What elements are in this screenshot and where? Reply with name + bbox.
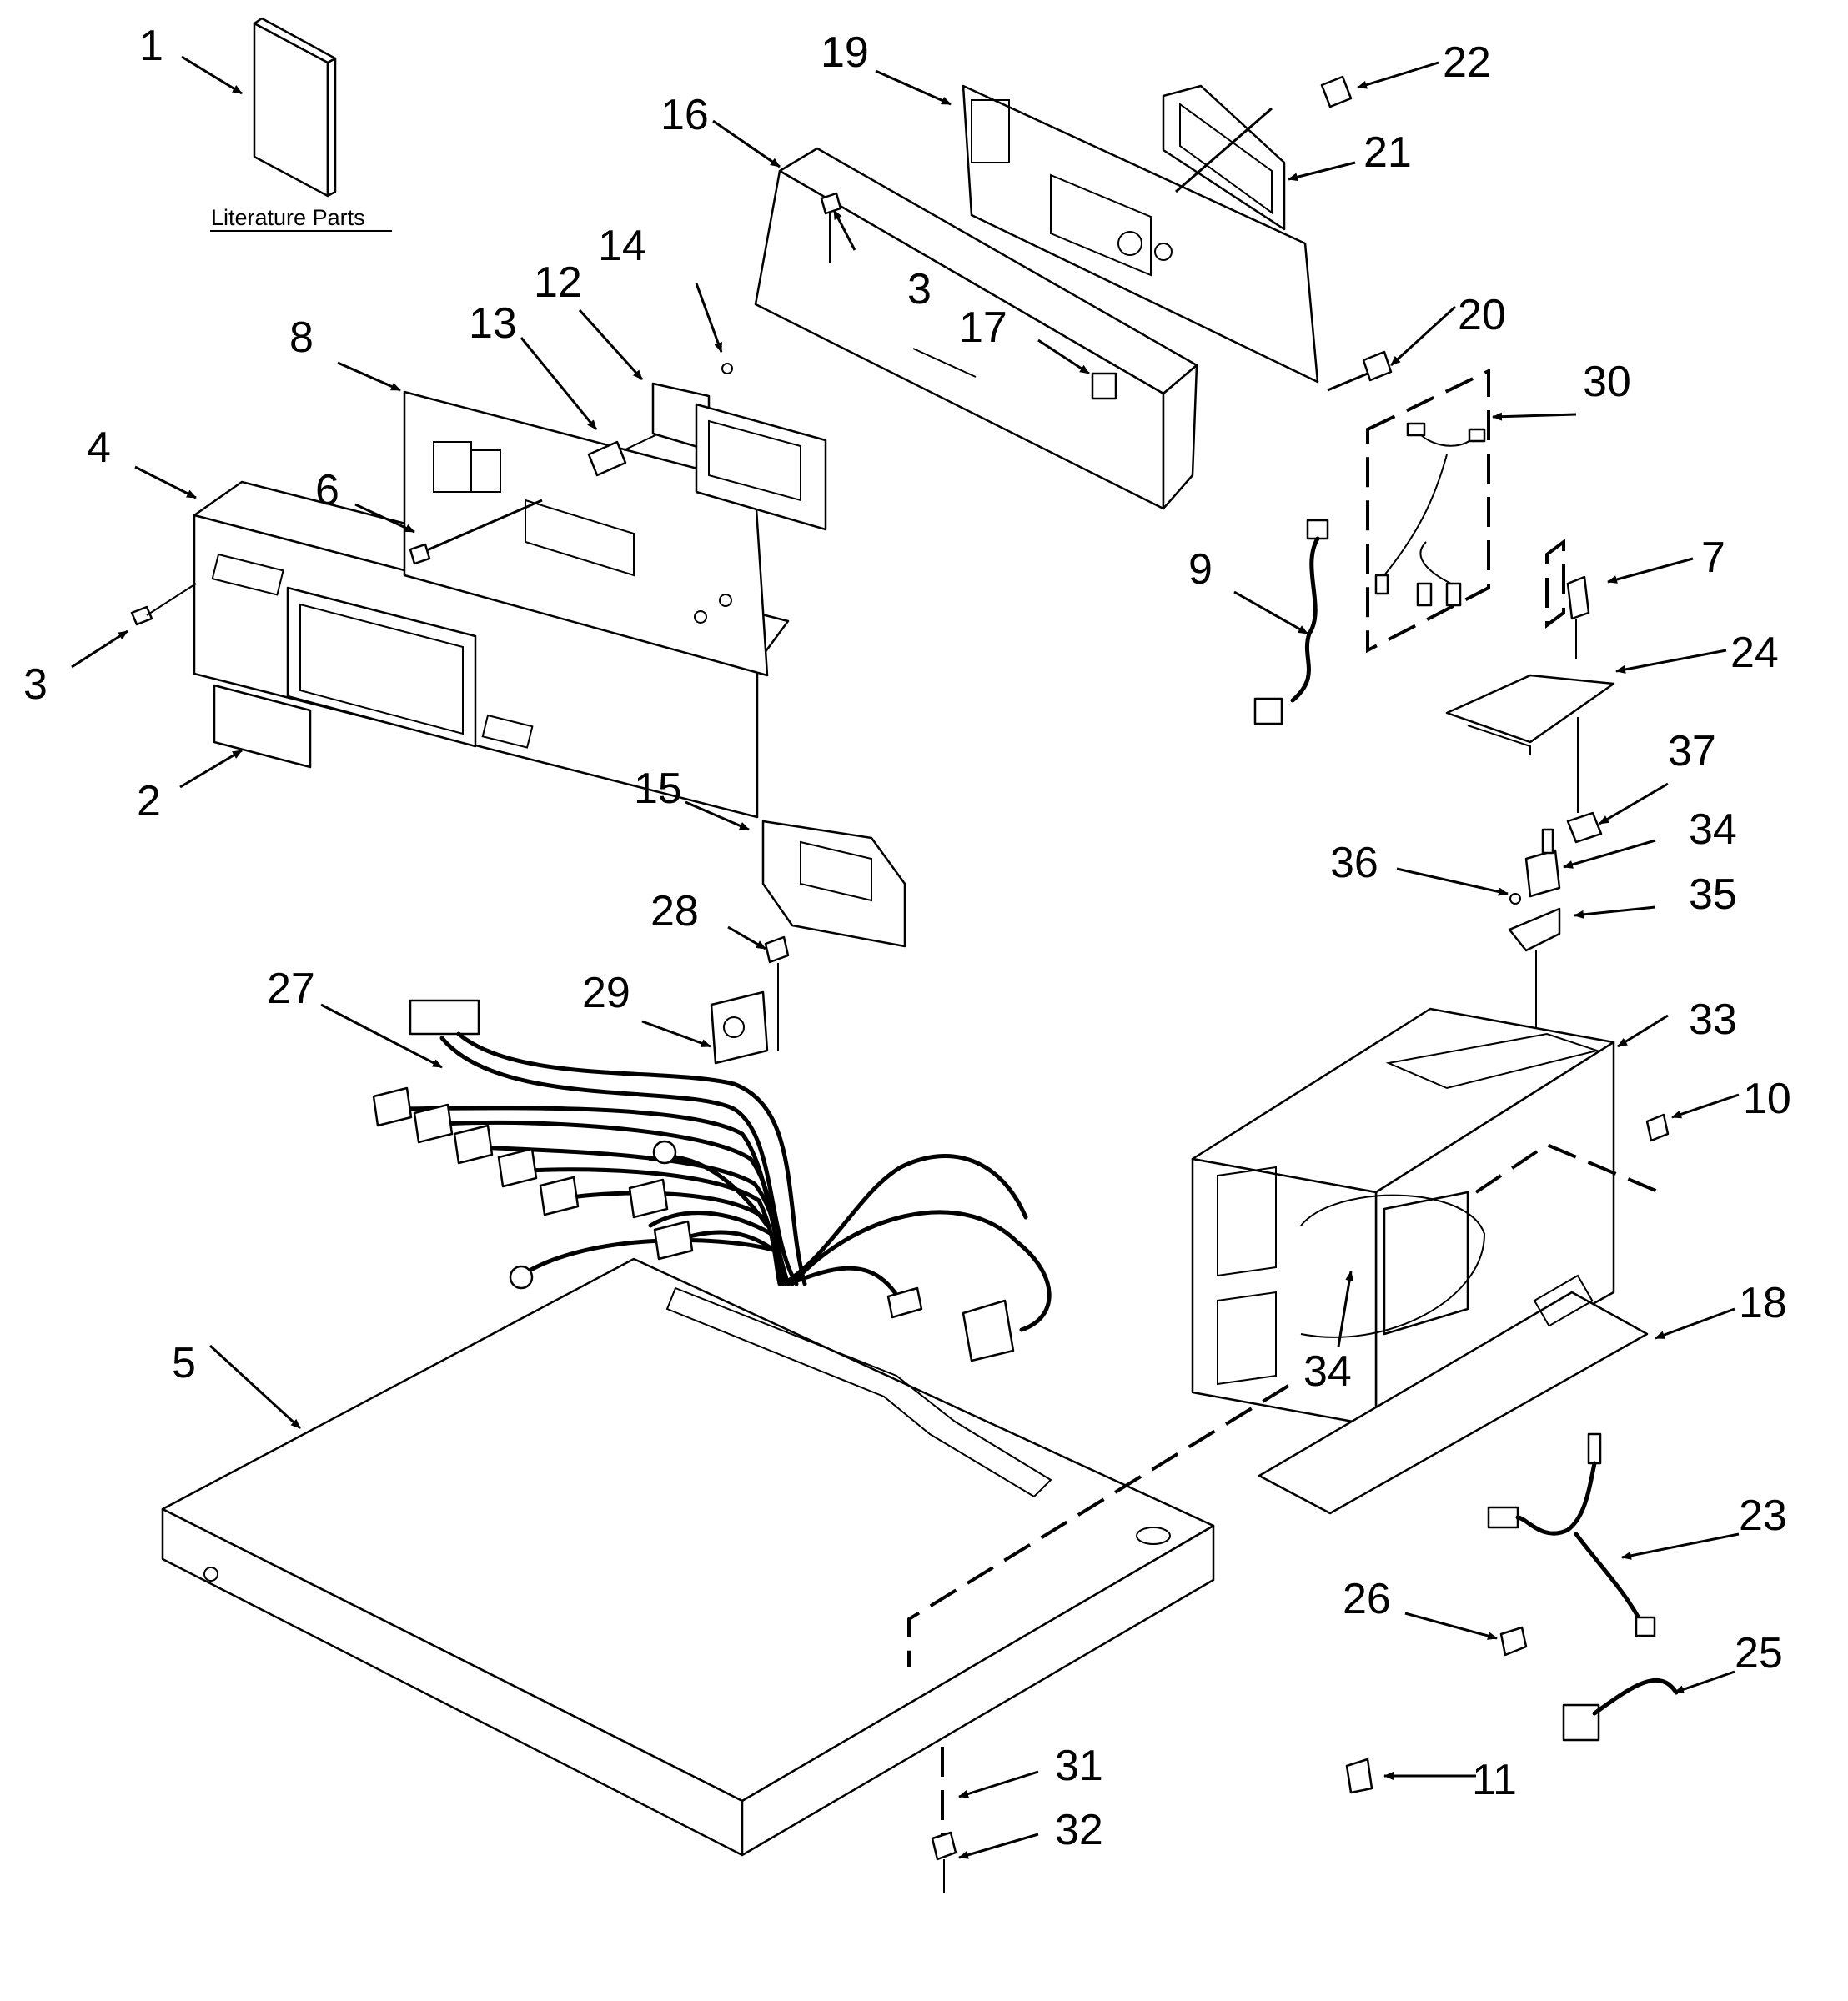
rear-bracket — [962, 84, 1319, 384]
console-bracket — [403, 390, 769, 677]
callout-37: 37 — [1668, 727, 1716, 775]
literature-caption: Literature Parts — [211, 205, 365, 230]
harness-30 — [1374, 422, 1486, 607]
screw-rear-panel — [820, 192, 842, 263]
callout-11: 11 — [1472, 1756, 1517, 1804]
screw-32 — [931, 1831, 957, 1893]
callout-16: 16 — [660, 91, 709, 139]
bracket-35 — [1508, 907, 1561, 952]
callout-33: 33 — [1689, 995, 1737, 1044]
screw-20 — [1327, 350, 1393, 392]
callout-18: 18 — [1739, 1279, 1787, 1327]
display-lens — [213, 684, 312, 769]
callout-25: 25 — [1735, 1629, 1783, 1678]
top-panel — [161, 1257, 1215, 1857]
callout-19: 19 — [821, 28, 869, 77]
callout-26: 26 — [1343, 1575, 1391, 1623]
callout-34-top: 34 — [1689, 805, 1737, 854]
screw-22 — [1320, 75, 1353, 108]
callout-1: 1 — [139, 22, 163, 70]
callout-3-left: 3 — [23, 660, 48, 709]
clip-11 — [1345, 1758, 1373, 1794]
callout-4: 4 — [87, 424, 111, 472]
control-housing — [1191, 1007, 1615, 1427]
callout-10: 10 — [1743, 1075, 1791, 1123]
callout-20: 20 — [1458, 291, 1506, 339]
callout-8: 8 — [289, 313, 314, 362]
harness-30-box — [1366, 368, 1490, 654]
sensor-7-box — [1545, 539, 1565, 629]
literature-book — [253, 17, 337, 198]
leader-arrows — [71, 55, 1740, 1859]
harness-9 — [1253, 519, 1329, 725]
callout-9: 9 — [1188, 545, 1213, 594]
wiring-harness-27 — [372, 999, 1052, 1362]
spacer — [587, 433, 660, 477]
callout-5: 5 — [172, 1339, 196, 1387]
screw-left — [130, 583, 197, 626]
callout-29: 29 — [582, 969, 630, 1017]
callout-31: 31 — [1055, 1742, 1103, 1790]
bracket-29 — [710, 990, 769, 1065]
callout-14: 14 — [598, 222, 646, 270]
callout-labels: 1 2 3 3 4 5 6 7 8 9 10 11 12 13 14 15 16… — [23, 22, 1791, 1854]
harness-23 — [1487, 1432, 1656, 1637]
base-plate — [1258, 1274, 1649, 1515]
top-panel-screw-path — [907, 1384, 1290, 1668]
callout-23: 23 — [1739, 1492, 1787, 1540]
long-screw — [409, 499, 543, 565]
screw-36 — [1509, 893, 1521, 905]
callout-27: 27 — [267, 965, 315, 1013]
callout-7: 7 — [1701, 534, 1725, 582]
callout-15: 15 — [634, 765, 682, 813]
callout-32: 32 — [1055, 1806, 1103, 1854]
callout-13: 13 — [469, 299, 517, 348]
sensor-cover-24 — [1445, 674, 1615, 755]
housing-screw-path — [1474, 1142, 1660, 1194]
cover-plate — [1162, 84, 1286, 231]
callout-35: 35 — [1689, 870, 1737, 919]
callout-22: 22 — [1443, 38, 1491, 87]
console-rear-panel — [754, 147, 1198, 510]
switch-34 — [1524, 828, 1561, 898]
clip-17 — [1091, 372, 1117, 400]
callout-2: 2 — [137, 777, 161, 825]
control-module — [761, 820, 906, 948]
callout-24: 24 — [1730, 629, 1779, 677]
screw-10 — [1645, 1113, 1670, 1142]
sensor-7 — [1566, 575, 1590, 659]
callout-34-bottom: 34 — [1303, 1347, 1352, 1396]
callout-3-rear: 3 — [907, 265, 932, 313]
callout-36: 36 — [1330, 839, 1378, 887]
callout-12: 12 — [534, 258, 582, 307]
callout-30: 30 — [1583, 358, 1631, 406]
callout-21: 21 — [1363, 128, 1412, 177]
clip-14 — [721, 363, 733, 374]
harness-25 — [1562, 1678, 1679, 1742]
callout-17: 17 — [959, 303, 1007, 352]
callout-28: 28 — [650, 887, 699, 935]
connector-26 — [1499, 1626, 1528, 1657]
control-board — [651, 382, 827, 531]
screw-28 — [764, 935, 790, 1051]
callout-6: 6 — [315, 466, 339, 514]
clip-37 — [1566, 811, 1603, 844]
